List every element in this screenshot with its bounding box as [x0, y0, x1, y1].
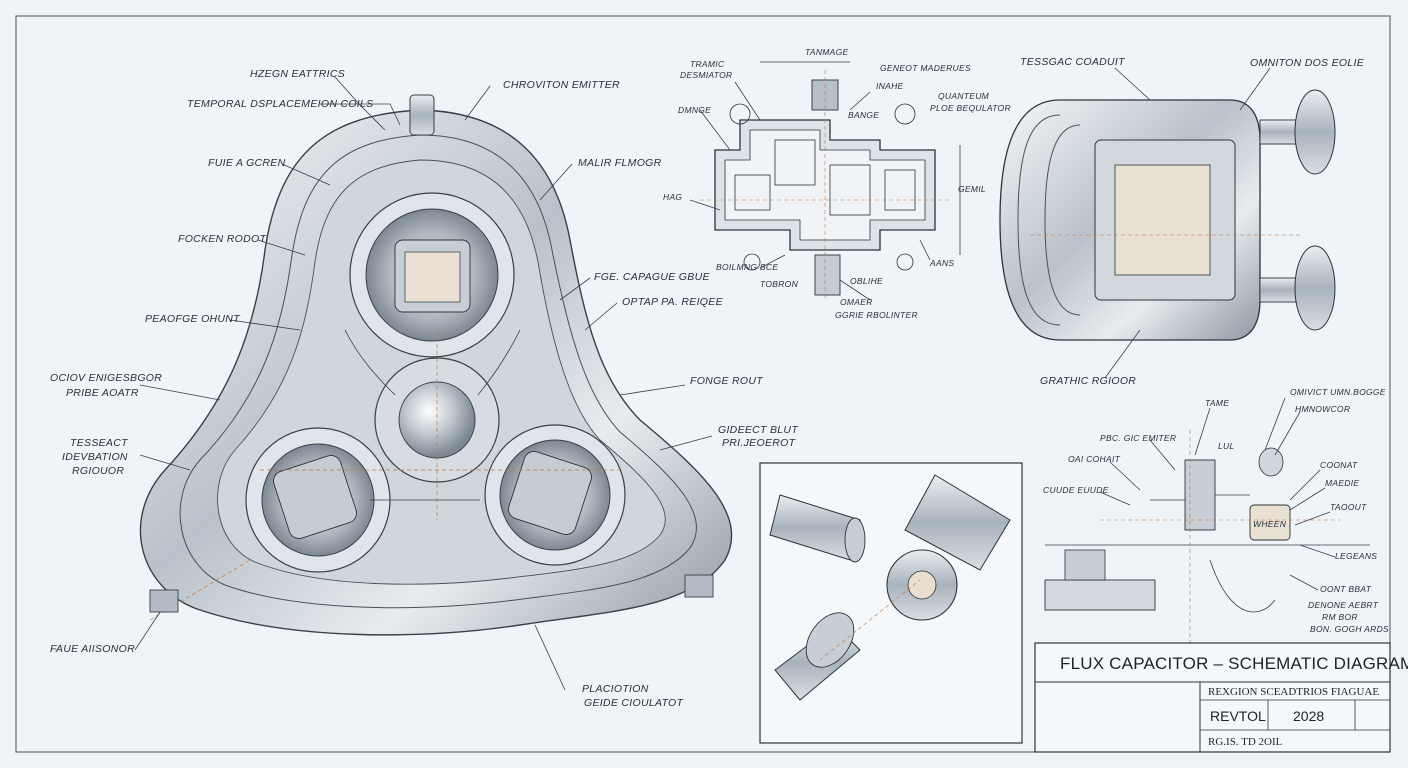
label-optap-pa-reiqee: OPTAP PA. REIQEE	[622, 296, 724, 308]
right-leader-lines	[1104, 67, 1271, 379]
label-focken-rodot: FOCKEN RODOT	[178, 233, 267, 245]
title-block-title: FLUX CAPACITOR – SCHEMATIC DIAGRAM	[1060, 654, 1408, 673]
label-maedie: MAEDIE	[1325, 478, 1359, 488]
label-fonge-rout: FONGE ROUT	[690, 375, 764, 387]
label-omniton-dos-eolie: OMNITON DOS EOLIE	[1250, 57, 1365, 69]
label-hmnowcor: HMNOWCOR	[1295, 404, 1350, 414]
label-desmiator: DESMIATOR	[680, 70, 732, 80]
label-pri-jeoerot: PRI.JEOEROT	[722, 437, 797, 449]
bottom-right-leader-lines	[1099, 397, 1336, 591]
label-placiotion: PLACIOTION	[582, 683, 649, 695]
label-bange: BANGE	[848, 110, 879, 120]
label-aans: AANS	[929, 258, 954, 268]
piping-schematic: WHEEN	[1044, 430, 1370, 690]
label-geneot-maderues: GENEOT MADERUES	[880, 63, 971, 73]
tesseract-conduit-unit	[999, 89, 1336, 341]
label-tesseact: TESSEACT	[70, 437, 129, 449]
label-hag: HAG	[663, 192, 682, 202]
label-rgiouor: RGIOUOR	[72, 465, 124, 477]
label-legeans: LEGEANS	[1335, 551, 1377, 561]
label-fuie-a-gcren: FUIE A GCREN	[208, 157, 286, 169]
flux-capacitor-main-unit	[139, 94, 733, 636]
label-geide-cioulatot: GEIDE CIOULATOT	[584, 697, 684, 709]
label-temporal-displacement-coils: TEMPORAL DSPLACEMEION COILS	[187, 98, 373, 110]
label-coonat: COONAT	[1320, 460, 1358, 470]
label-lul: LUL	[1218, 441, 1235, 451]
label-gemil: GEMIL	[958, 184, 986, 194]
label-pbc-gic-emiter: PBC. GIC EMITER	[1100, 433, 1176, 443]
label-tessgac-coaduit: TESSGAC COADUIT	[1020, 56, 1126, 68]
technical-section-drawing	[700, 61, 961, 300]
title-block-year: 2028	[1293, 708, 1324, 724]
label-fge-capague-gbue: FGE. CAPAGUE GBUE	[594, 271, 710, 283]
label-pribe-aoatr: PRIBE AOATR	[66, 387, 139, 399]
label-gideect-blut: GIDEECT BLUT	[718, 424, 799, 436]
label-rm-bor: RM BOR	[1322, 612, 1358, 622]
label-tobron: TOBRON	[760, 279, 799, 289]
label-ploe-bequlator: PLOE BEQULATOR	[930, 103, 1011, 113]
title-block: FLUX CAPACITOR – SCHEMATIC DIAGRAM REXGI…	[1034, 642, 1408, 753]
label-idevbation: IDEVBATION	[62, 451, 128, 463]
label-grathic-rgioor: GRATHIC RGIOOR	[1040, 375, 1136, 387]
label-tame: TAME	[1205, 398, 1229, 408]
label-peaofge-ohunt: PEAOFGE OHUNT	[145, 313, 241, 325]
label-oai-cohait: OAI COHAIT	[1068, 454, 1121, 464]
label-chroviton-emitter: CHROVITON EMITTER	[503, 79, 620, 91]
label-ociov-enigesbgor: OCIOV ENIGESBGOR	[50, 372, 162, 384]
label-malir-flmogr: MALIR FLMOGR	[578, 157, 662, 169]
mid-leader-lines	[689, 81, 931, 301]
title-block-revtol: REVTOL	[1210, 708, 1266, 724]
label-wheen: WHEEN	[1253, 519, 1287, 529]
label-dmnge: DMNGE	[678, 105, 711, 115]
label-boilmng-bce: BOILMNG BCE	[716, 262, 778, 272]
label-quanteum: QUANTEUM	[938, 91, 990, 101]
title-block-description: REXGION SCEADTRIOS FIAGUAE	[1208, 686, 1379, 698]
label-faue-aiisonor: FAUE AIISONOR	[50, 643, 135, 655]
label-tramic: TRAMIC	[690, 59, 725, 69]
label-ggrie-rbolinter: GGRIE RBOLINTER	[835, 310, 918, 320]
label-denone-aebrt: DENONE AEBRT	[1308, 600, 1379, 610]
main-leader-lines	[134, 76, 713, 691]
label-bon-gogh-ards: BON. GOGH ARDS	[1310, 624, 1389, 634]
label-oont-bbat: OONT BBAT	[1320, 584, 1372, 594]
label-tanmage: TANMAGE	[805, 47, 849, 57]
label-inahe: INAHE	[876, 81, 904, 91]
title-block-footer: RG.IS. TD 2OIL	[1208, 736, 1283, 748]
label-taoout: TAOOUT	[1330, 502, 1367, 512]
exploded-detail-view	[759, 462, 1023, 744]
label-hzegn-eattrics: HZEGN EATTRICS	[250, 68, 345, 80]
label-omivict-umn-bogge: OMIVICT UMN.BOGGE	[1290, 387, 1386, 397]
label-oblihe: OBLIHE	[850, 276, 883, 286]
label-omaer: OMAER	[840, 297, 873, 307]
label-cuude-euude: CUUDE EUUDE	[1043, 485, 1109, 495]
